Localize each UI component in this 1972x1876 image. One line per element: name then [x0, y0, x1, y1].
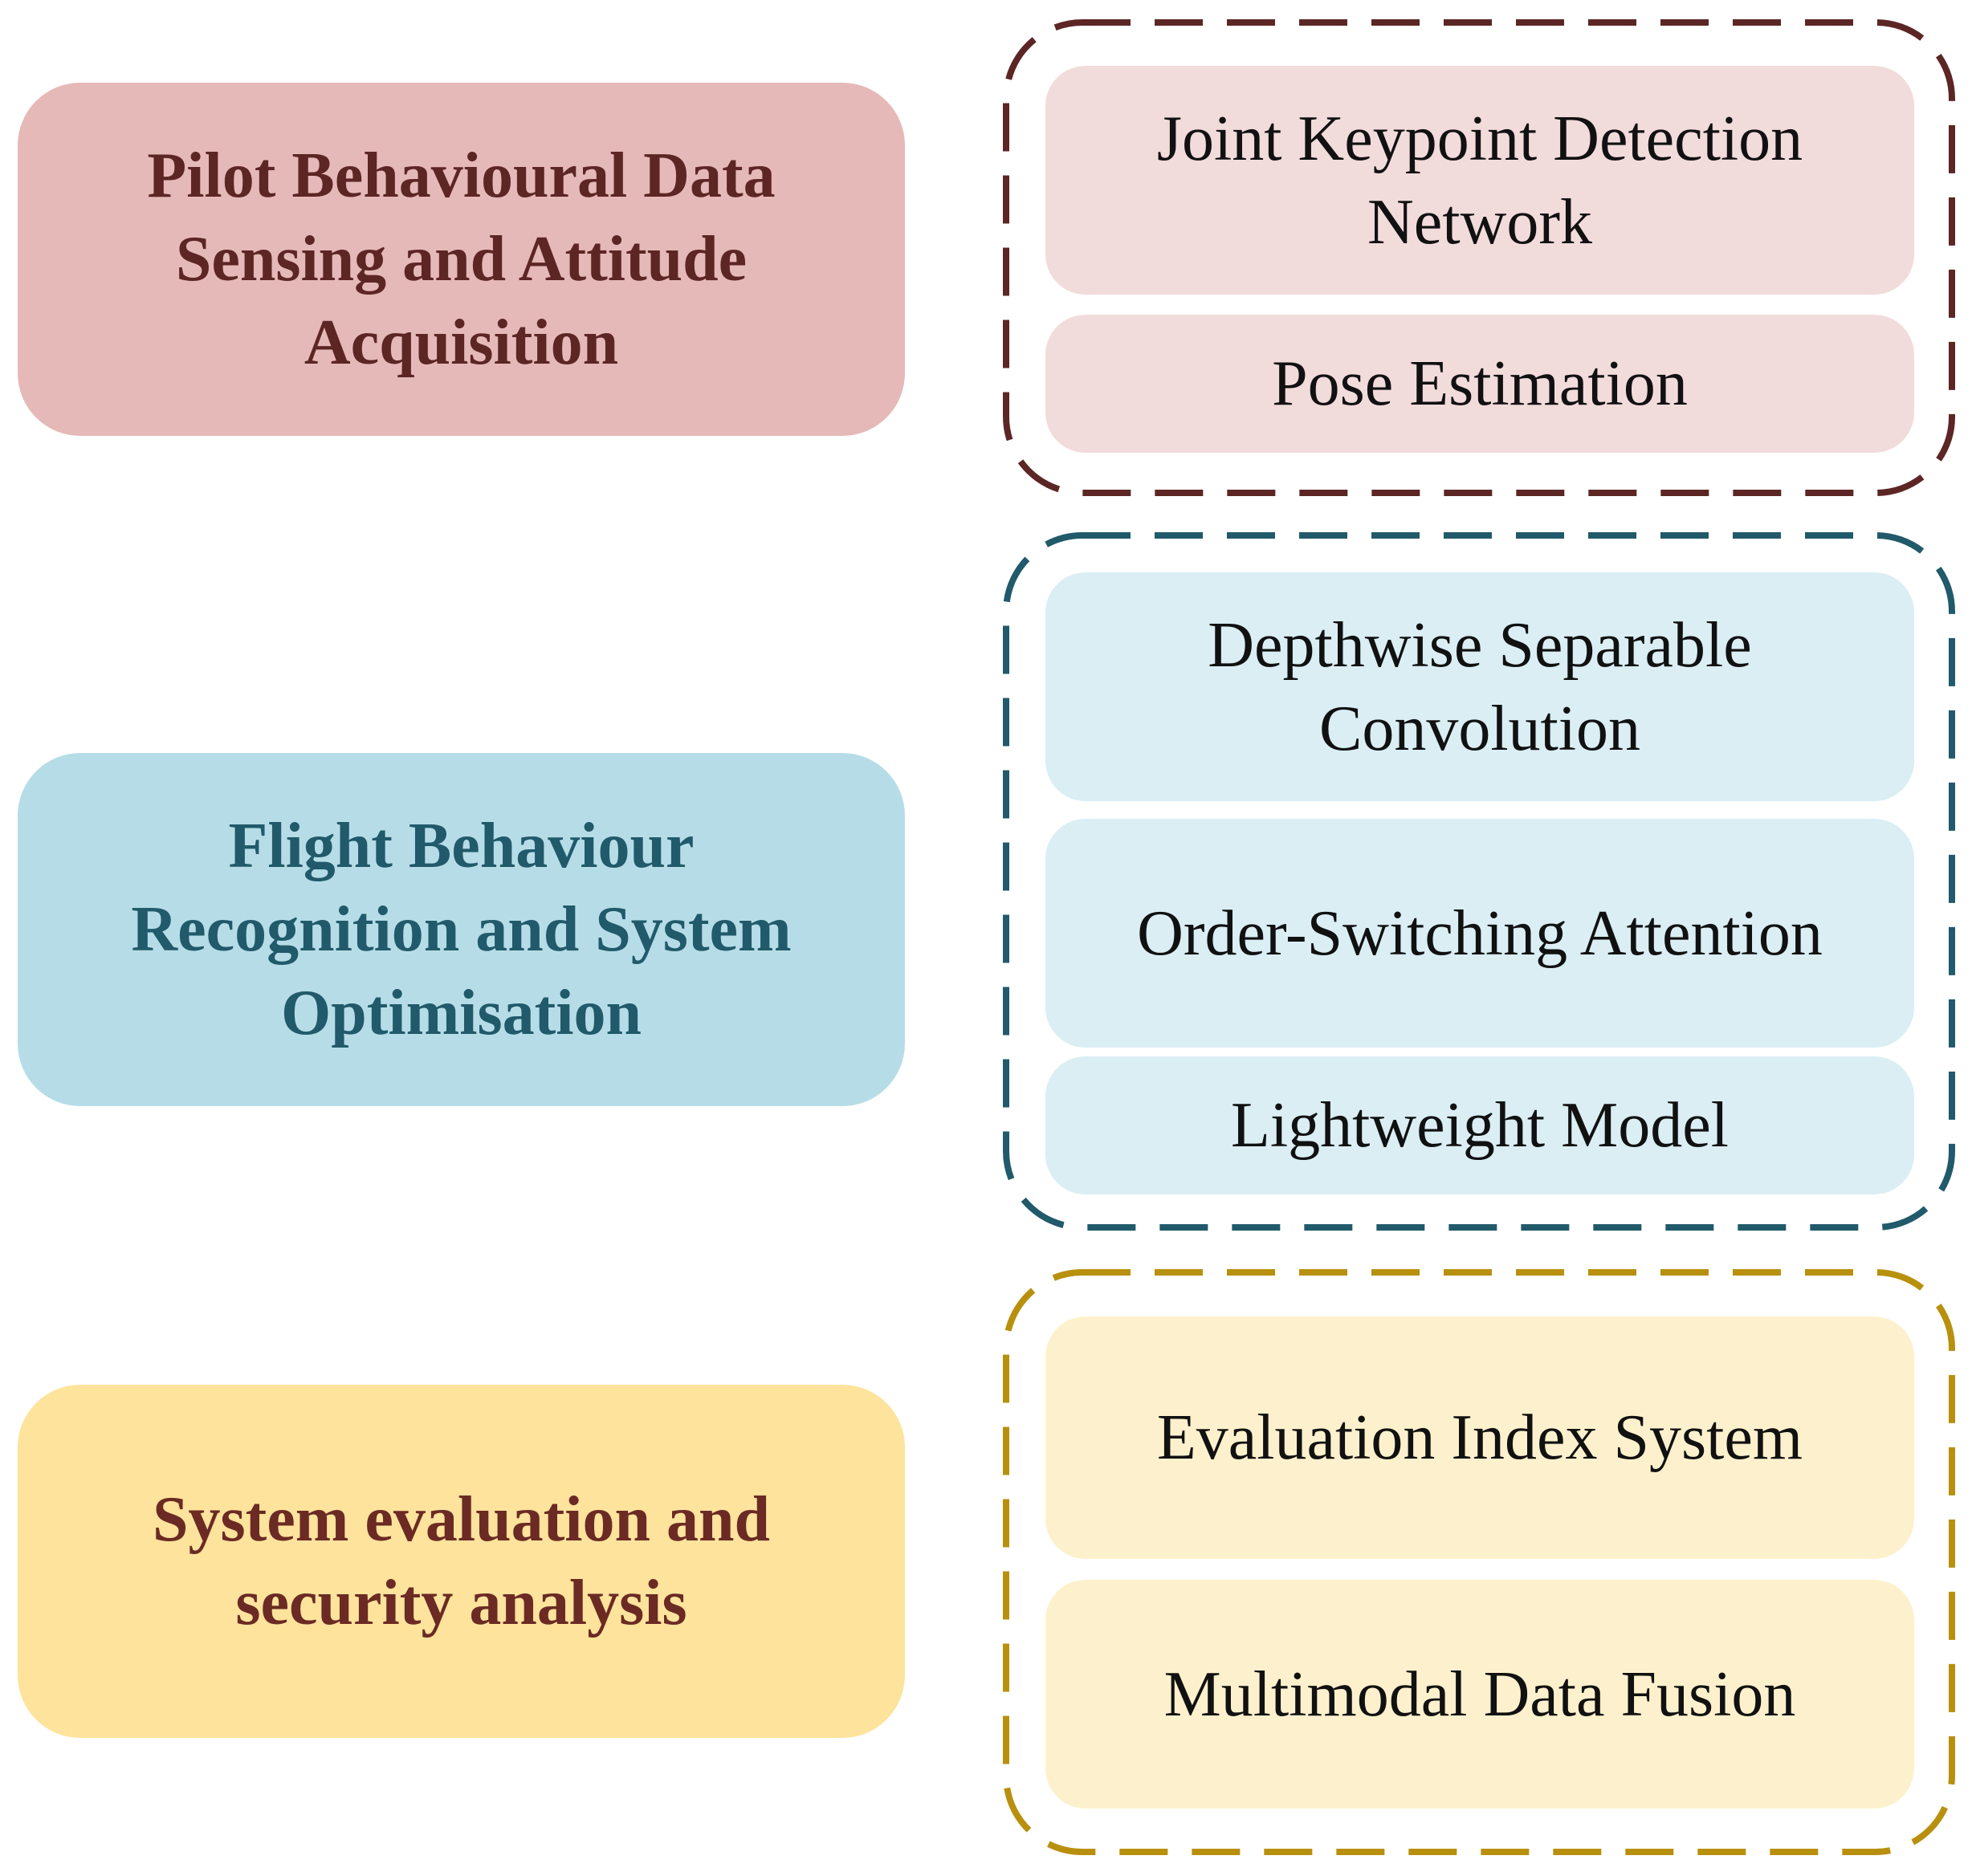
main-box-pilot-data-sensing: Pilot Behavioural Data Sensing and Attit… — [18, 83, 905, 436]
sub-box-pose-estimation: Pose Estimation — [1045, 315, 1914, 453]
sub-box-line: Evaluation Index System — [1156, 1402, 1803, 1473]
main-box-line: Acquisition — [304, 307, 619, 378]
sub-box-line: Depthwise Separable — [1208, 609, 1752, 681]
sub-box-joint-keypoint-detection: Joint Keypoint Detection Network — [1045, 66, 1914, 295]
main-box-line: Flight Behaviour — [228, 811, 695, 881]
sub-box-line: Lightweight Model — [1231, 1090, 1729, 1161]
sub-box-line: Joint Keypoint Detection — [1156, 103, 1803, 174]
main-box-line: Optimisation — [281, 978, 642, 1048]
main-box-flight-behaviour-recognition: Flight Behaviour Recognition and System … — [18, 753, 905, 1106]
main-box-line: security analysis — [235, 1568, 687, 1638]
sub-box-multimodal-data-fusion: Multimodal Data Fusion — [1045, 1580, 1914, 1809]
sub-box-line: Multimodal Data Fusion — [1163, 1658, 1796, 1730]
main-box-line: Sensing and Attitude — [175, 224, 748, 295]
sub-box-lightweight-model: Lightweight Model — [1045, 1056, 1914, 1194]
sub-box-order-switching-attention: Order-Switching Attention — [1045, 819, 1914, 1048]
sub-box-line: Order-Switching Attention — [1137, 897, 1823, 969]
sub-box-line: Network — [1367, 186, 1592, 258]
main-box-line: Recognition and System — [131, 894, 792, 965]
sub-box-depthwise-separable-convolution: Depthwise Separable Convolution — [1045, 572, 1914, 801]
main-box-line: Pilot Behavioural Data — [147, 140, 776, 211]
sub-box-evaluation-index-system: Evaluation Index System — [1045, 1316, 1914, 1559]
main-box-line: System evaluation and — [153, 1484, 770, 1555]
main-box-system-evaluation: System evaluation and security analysis — [18, 1385, 905, 1738]
sub-box-line: Convolution — [1318, 693, 1641, 764]
sub-box-line: Pose Estimation — [1272, 348, 1688, 419]
